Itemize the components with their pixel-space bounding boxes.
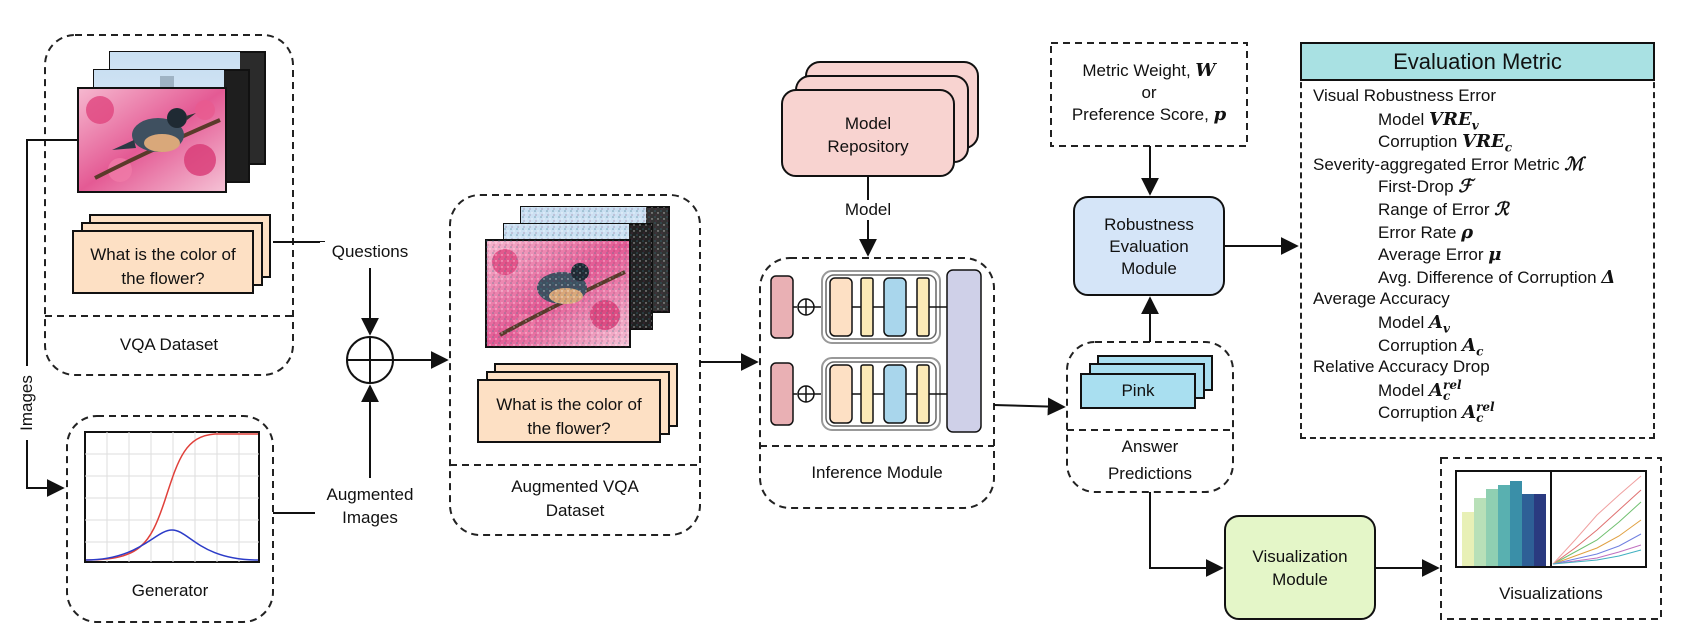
noisy-bird-photo-image [485,206,670,348]
metric-item: First-Drop ℱ [1378,176,1473,198]
metric-item-symbol: VREc [1462,131,1513,155]
generator-label: Generator [131,581,209,600]
sigmoid-curve-image [84,431,260,563]
metric-item: Corruption VREc [1378,131,1513,155]
visualizations-label: Visualizations [1499,584,1603,603]
answer-predictions-line-2: Predictions [1107,464,1193,483]
metric-item: Model Av [1378,312,1450,336]
robustness-module-label: Robustness Evaluation Module [1074,214,1224,280]
inference-module-label: Inference Module [811,463,943,482]
augmented-question-text: What is the color of the flower? [478,393,660,441]
robustness-line-1: Robustness [1104,215,1194,234]
answer-card [1080,373,1196,409]
metric-weight-line-1: Metric Weight, [1082,61,1191,80]
inference-module-box [759,257,995,509]
augmented-question-card [477,379,661,443]
line-chart-image [1550,470,1647,568]
metric-weight-line-2: or [1141,83,1157,102]
model-label: Model [828,200,908,220]
model-repository-line-1: Model [844,114,892,133]
evaluation-metric-panel [1300,42,1655,439]
question-line-1: What is the color of [90,245,236,264]
augmented-vqa-line-2: Dataset [545,501,605,520]
metric-item-symbol: Δ [1601,266,1616,288]
vqa-dataset-box [44,34,294,376]
metric-section-heading: Average Accuracy [1313,289,1450,309]
robustness-line-3: Module [1121,259,1177,278]
metric-weight-line-3: Preference Score, [1071,105,1209,124]
metric-item: Model VREv [1378,108,1479,133]
plus-circle-icon [346,336,394,384]
metric-item: Error Rate ρ [1378,221,1474,243]
visualization-module-line-1: Visualization [1252,547,1348,566]
vqa-dataset-label: VQA Dataset [119,335,219,354]
augmented-question-line-2: the flower? [527,419,611,438]
metric-section-heading: Relative Accuracy Drop [1313,357,1490,377]
metric-item: Avg. Difference of Corruption Δ [1378,266,1616,288]
augmented-vqa-line-1: Augmented VQA [511,477,639,496]
model-repository-line-2: Repository [827,137,909,156]
metric-section-heading: Visual Robustness Error [1313,86,1496,105]
question-line-2: the flower? [121,269,205,288]
metric-weight-text: Metric Weight, W or Preference Score, p [1051,60,1247,126]
images-label: Images [17,366,37,440]
preference-score-symbol: p [1213,104,1227,125]
metric-item-symbol: μ [1488,244,1502,266]
metric-item-symbol: ℱ [1458,176,1473,198]
question-card [72,230,254,294]
augmented-question-line-1: What is the color of [496,395,642,414]
answer-predictions-label: Answer Predictions [1067,433,1233,487]
metric-section-heading: Severity-aggregated Error Metric ℳ [1313,153,1584,175]
bird-photo-image [77,51,266,193]
answer-predictions-line-1: Answer [1121,437,1179,456]
augmented-images-label: Augmented Images [315,483,425,529]
questions-label: Questions [320,242,420,262]
visualization-module-label: Visualization Module [1225,545,1375,591]
bar-chart-image [1455,470,1552,568]
metric-weight-symbol: W [1195,60,1216,81]
model-repository-label: Model Repository [782,112,954,158]
metric-item-symbol: Ac [1462,334,1484,359]
augmented-vqa-box [449,194,701,536]
metric-item-symbol: ℛ [1494,199,1509,220]
images-connector [26,139,78,497]
metric-item-symbol: VREv [1429,108,1479,133]
metric-item-symbol: Av [1429,312,1450,336]
generator-box [66,415,274,623]
metric-item-symbol: ρ [1461,221,1474,243]
network-blocks [770,269,982,433]
visualizations-box [1440,457,1662,620]
augmented-vqa-label: Augmented VQA Dataset [450,475,700,523]
metric-item: Average Error μ [1378,244,1502,266]
question-text: What is the color of the flower? [73,243,253,291]
robustness-line-2: Evaluation [1109,237,1189,256]
metric-item: Range of Error ℛ [1378,199,1509,220]
metric-section-symbol: ℳ [1564,153,1584,175]
evaluation-metric-title: Evaluation Metric [1300,42,1655,81]
metric-item: Corruption Ac [1378,334,1484,359]
augmented-images-line-2: Images [342,508,398,527]
answer-text: Pink [1121,381,1155,400]
visualization-module-line-2: Module [1272,570,1328,589]
augmented-images-line-1: Augmented [326,485,414,504]
